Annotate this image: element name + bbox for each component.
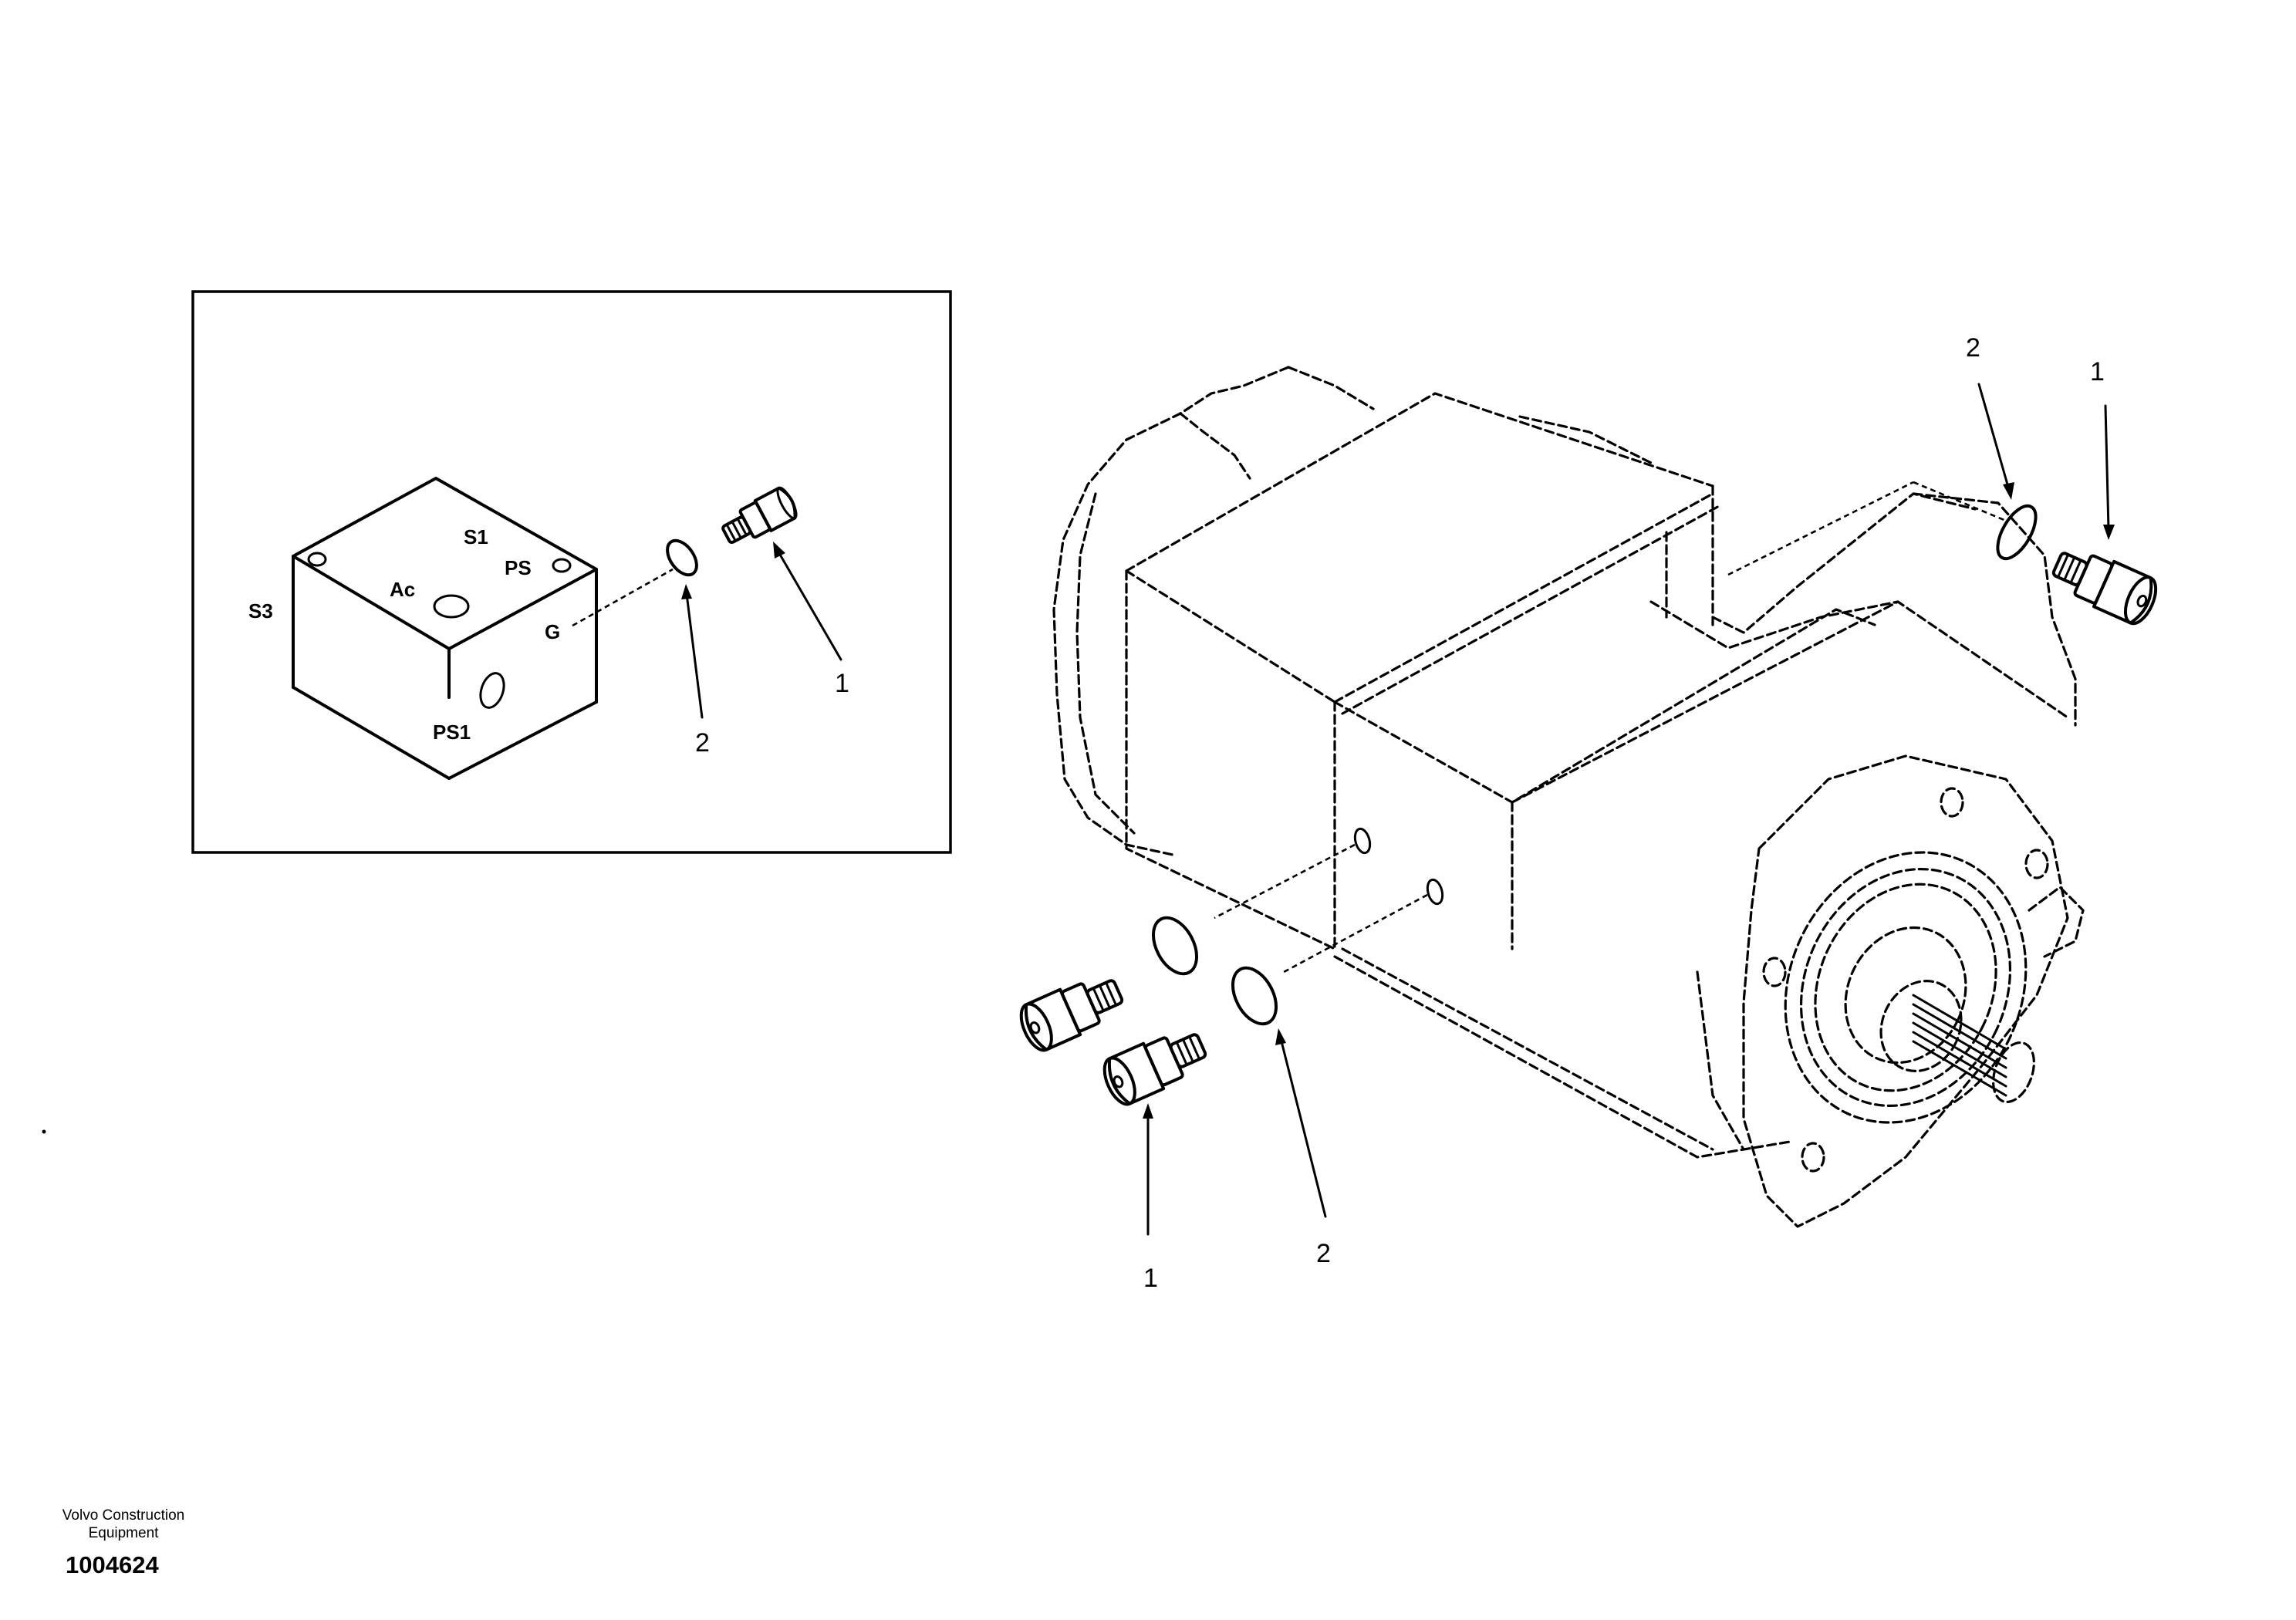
port-label-ps1: PS1 [433, 721, 471, 744]
brand-line-1: Volvo Construction [62, 1507, 184, 1524]
port-label-s1: S1 [464, 525, 488, 548]
inset-port-leader [572, 568, 674, 627]
port-label-ac: Ac [390, 578, 415, 601]
bottom-callout-1: 1 [1143, 1264, 1158, 1293]
pump-port-upper [1353, 827, 1372, 855]
port-label-ps: PS [505, 556, 532, 579]
bottom-plug-fitting-upper [1019, 979, 1124, 1052]
drawing-number: 1004624 [66, 1551, 159, 1578]
bottom-callout-2: 2 [1316, 1239, 1331, 1268]
pump-assembly-phantom [1052, 366, 2085, 1228]
footer-block: Volvo Construction Equipment 1004624 [62, 1507, 184, 1578]
port-label-s3: S3 [248, 599, 273, 623]
bottom-plug-fitting-lower [1102, 1033, 1207, 1106]
inset-callout-1: 1 [835, 669, 849, 698]
top-plug-fitting [2051, 552, 2158, 626]
bottom-o-ring-lower [1231, 966, 1278, 1026]
bottom-left-fittings: 1 2 [1019, 916, 1331, 1293]
pump-port-lower [1426, 878, 1444, 906]
top-callout-1: 1 [2090, 357, 2105, 386]
port-label-g: G [545, 620, 560, 643]
inset-callout-2: 2 [695, 728, 710, 758]
top-o-ring [1996, 504, 2038, 561]
inset-detail-view: S1 PS S3 Ac G PS1 1 2 [191, 290, 952, 854]
top-callout-2: 2 [1966, 333, 1980, 363]
inset-o-ring [666, 538, 698, 577]
brand-line-2: Equipment [89, 1525, 160, 1541]
shaft-splines [1912, 994, 2035, 1104]
inset-plug-fitting [721, 486, 798, 545]
margin-dot [42, 1129, 46, 1134]
bottom-o-ring-upper [1151, 916, 1199, 976]
top-right-fittings: 2 1 [1727, 333, 2158, 626]
inset-frame [191, 290, 952, 854]
valve-block [292, 477, 598, 780]
